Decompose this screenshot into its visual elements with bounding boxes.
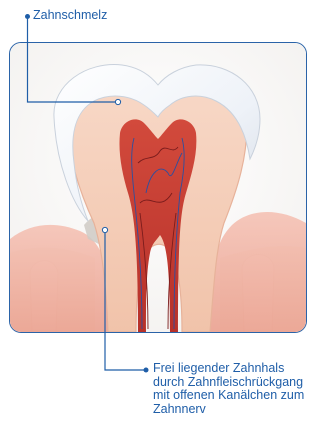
tooth-cross-section-illustration (10, 43, 306, 332)
enamel-label-dot (25, 14, 30, 19)
exposed-neck-label-line-2: durch Zahnfleischrückgang (153, 376, 304, 390)
tooth-illustration-frame (9, 42, 307, 333)
neck-label-dot (144, 368, 149, 373)
exposed-neck-label: Frei liegender Zahnhals durch Zahnfleisc… (153, 362, 304, 416)
exposed-neck-label-line-3: mit offenen Kanälchen zum (153, 389, 304, 403)
enamel-label: Zahnschmelz (33, 9, 107, 23)
exposed-neck-label-line-4: Zahnnerv (153, 403, 304, 417)
exposed-neck-label-line-1: Frei liegender Zahnhals (153, 362, 304, 376)
